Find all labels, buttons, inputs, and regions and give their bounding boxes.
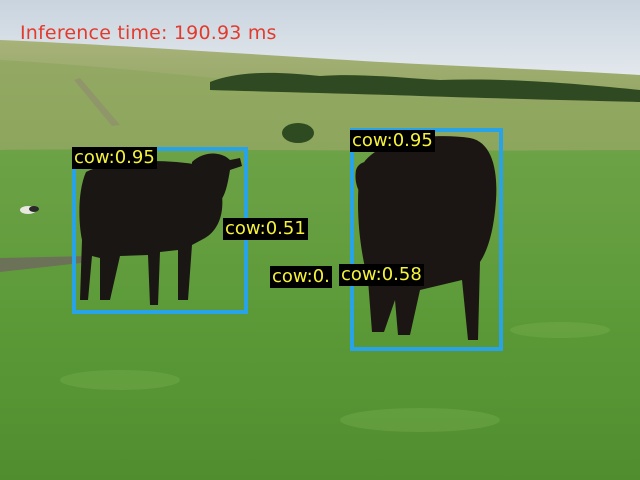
detection-box-right-cow	[350, 128, 503, 351]
inference-time-text: Inference time: 190.93 ms	[20, 22, 277, 44]
detection-label: cow:0.51	[223, 218, 308, 240]
detection-label: cow:0.58	[339, 264, 424, 286]
detection-label: cow:0.95	[72, 147, 157, 169]
detection-box-left-cow	[72, 147, 248, 314]
detection-label: cow:0.95	[350, 130, 435, 152]
detection-label: cow:0.	[270, 266, 332, 288]
